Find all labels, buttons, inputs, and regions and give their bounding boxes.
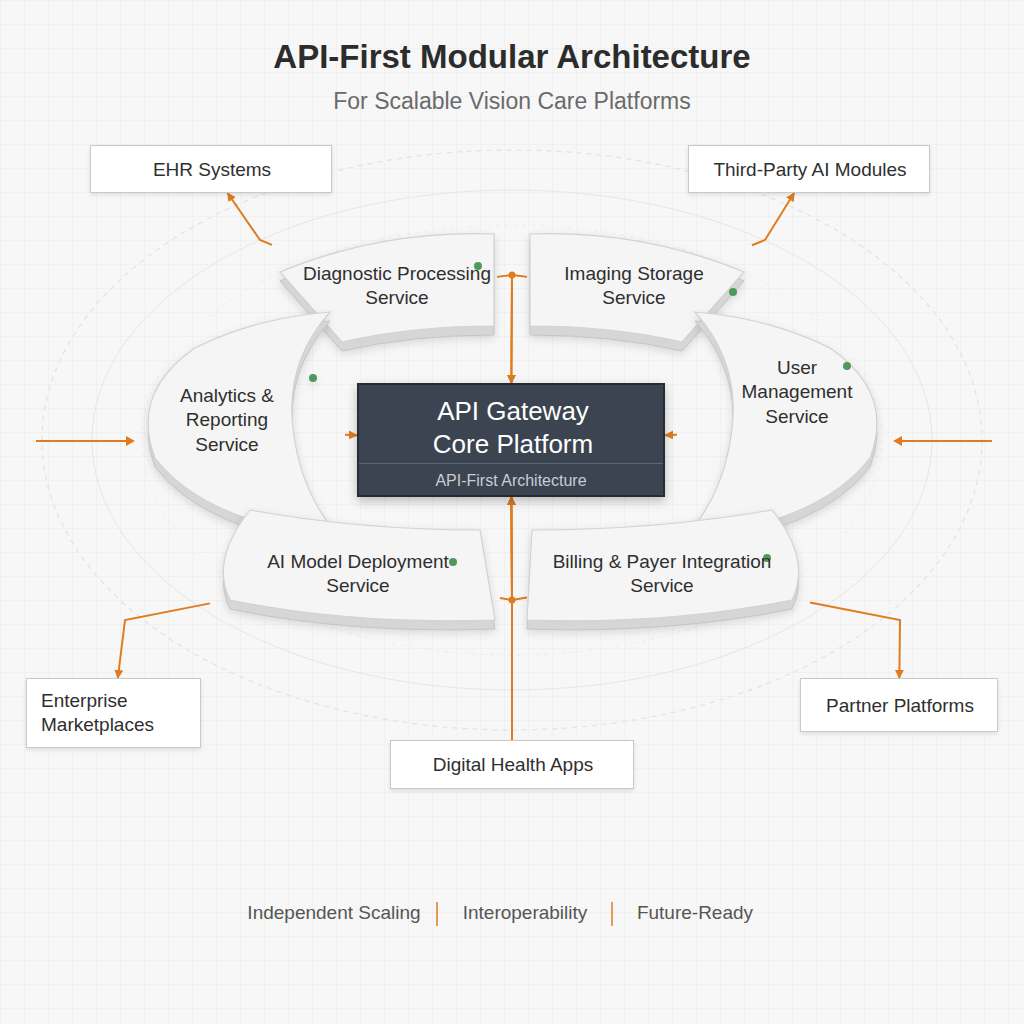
subtitle: For Scalable Vision Care Platforms [0, 88, 1024, 115]
external-system-box: Enterprise Marketplaces [26, 678, 201, 748]
api-gateway-box: API Gateway Core PlatformAPI-First Archi… [357, 383, 665, 497]
feature-label: Interoperability [446, 902, 604, 924]
connector-arrow [345, 434, 357, 436]
connector-group [118, 193, 900, 740]
node-title: Analytics & Reporting Service [157, 384, 297, 457]
connector-arrow [497, 275, 512, 383]
node-title: EHR Systems [91, 158, 333, 182]
module-face [148, 312, 340, 538]
node-title: Partner Platforms [801, 694, 999, 718]
connector-arrow [752, 193, 794, 245]
connector-arrow [810, 603, 900, 678]
separator-bar [611, 902, 613, 926]
leader-arrowhead [126, 436, 135, 446]
module-face [527, 510, 799, 621]
leader-line [36, 440, 126, 442]
node-title: Billing & Payer Integration Service [552, 550, 772, 599]
junction-dot [509, 597, 516, 604]
connector-arrow [500, 497, 512, 600]
node-title: Imaging Storage Service [539, 262, 729, 311]
module-shape [210, 500, 500, 650]
service-module: AI Model Deployment Service [210, 500, 500, 650]
node-subtitle: API-First Architecture [359, 471, 663, 491]
module-face [223, 510, 495, 621]
status-dot [729, 288, 737, 296]
module-face [685, 312, 877, 538]
node-title: Third-Party AI Modules [689, 158, 931, 182]
external-system-box: Digital Health Apps [390, 740, 634, 789]
junction-dot [509, 272, 516, 279]
feature-label: Future-Ready [620, 902, 770, 924]
connector-arrow [228, 193, 272, 245]
module-shape [527, 500, 810, 650]
core-divider [359, 463, 663, 464]
status-dot [449, 558, 457, 566]
external-system-box: EHR Systems [90, 145, 332, 193]
leader-line [902, 440, 992, 442]
node-title: Digital Health Apps [391, 753, 635, 777]
status-dot [843, 362, 851, 370]
node-title: User Management Service [727, 356, 867, 429]
node-title: Enterprise Marketplaces [41, 689, 191, 738]
external-system-box: Third-Party AI Modules [688, 145, 930, 193]
diagram-title: API-First Modular Architecture [0, 38, 1024, 76]
connector-arrow [510, 497, 513, 740]
connector-arrow [511, 275, 527, 383]
service-module: Billing & Payer Integration Service [527, 500, 810, 650]
external-system-box: Partner Platforms [800, 678, 998, 732]
node-title: API Gateway Core Platform [418, 395, 608, 462]
service-module: User Management Service [677, 308, 890, 555]
feature-label: Independent Scaling [244, 902, 424, 924]
module-shape [135, 308, 345, 555]
connector-arrow [118, 603, 210, 678]
leader-arrowhead [893, 436, 902, 446]
connector-arrow [665, 434, 677, 436]
service-module: Analytics & Reporting Service [135, 308, 345, 555]
status-dot [309, 374, 317, 382]
separator-bar [436, 902, 438, 926]
node-title: AI Model Deployment Service [258, 550, 458, 599]
module-shape [677, 308, 890, 555]
node-title: Diagnostic Processing Service [302, 262, 492, 311]
connector-arrow [511, 497, 527, 600]
